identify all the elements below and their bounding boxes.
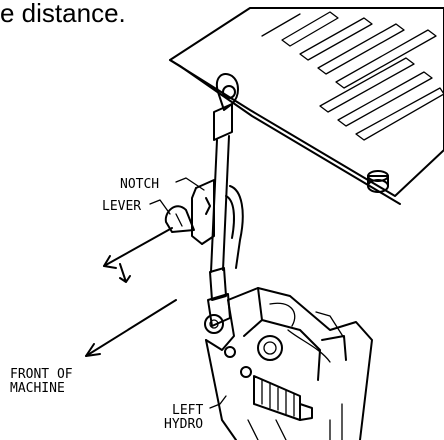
front-arrow [85,299,177,357]
label-front-line1: FRONT OF [10,367,73,382]
caption-fragment: e distance. [0,0,126,28]
label-front-of-machine: FRONT OF MACHINE [10,367,73,396]
hydro-pump [205,287,373,440]
label-notch: NOTCH [120,177,205,192]
notch-bracket [191,179,244,269]
upper-rod-end [213,73,239,141]
label-front-line2: MACHINE [10,381,65,396]
label-notch-text: NOTCH [120,177,159,192]
label-left-hydro: LEFT HYDRO [164,395,227,432]
label-hydro-line1: LEFT [172,403,203,418]
lever [164,205,195,233]
label-hydro-line2: HYDRO [164,417,203,432]
label-lever: LEVER [102,199,171,215]
direction-arrow-small [103,227,173,283]
label-lever-text: LEVER [102,199,141,214]
deck-plate [169,7,444,205]
lower-rod-end [204,267,231,334]
